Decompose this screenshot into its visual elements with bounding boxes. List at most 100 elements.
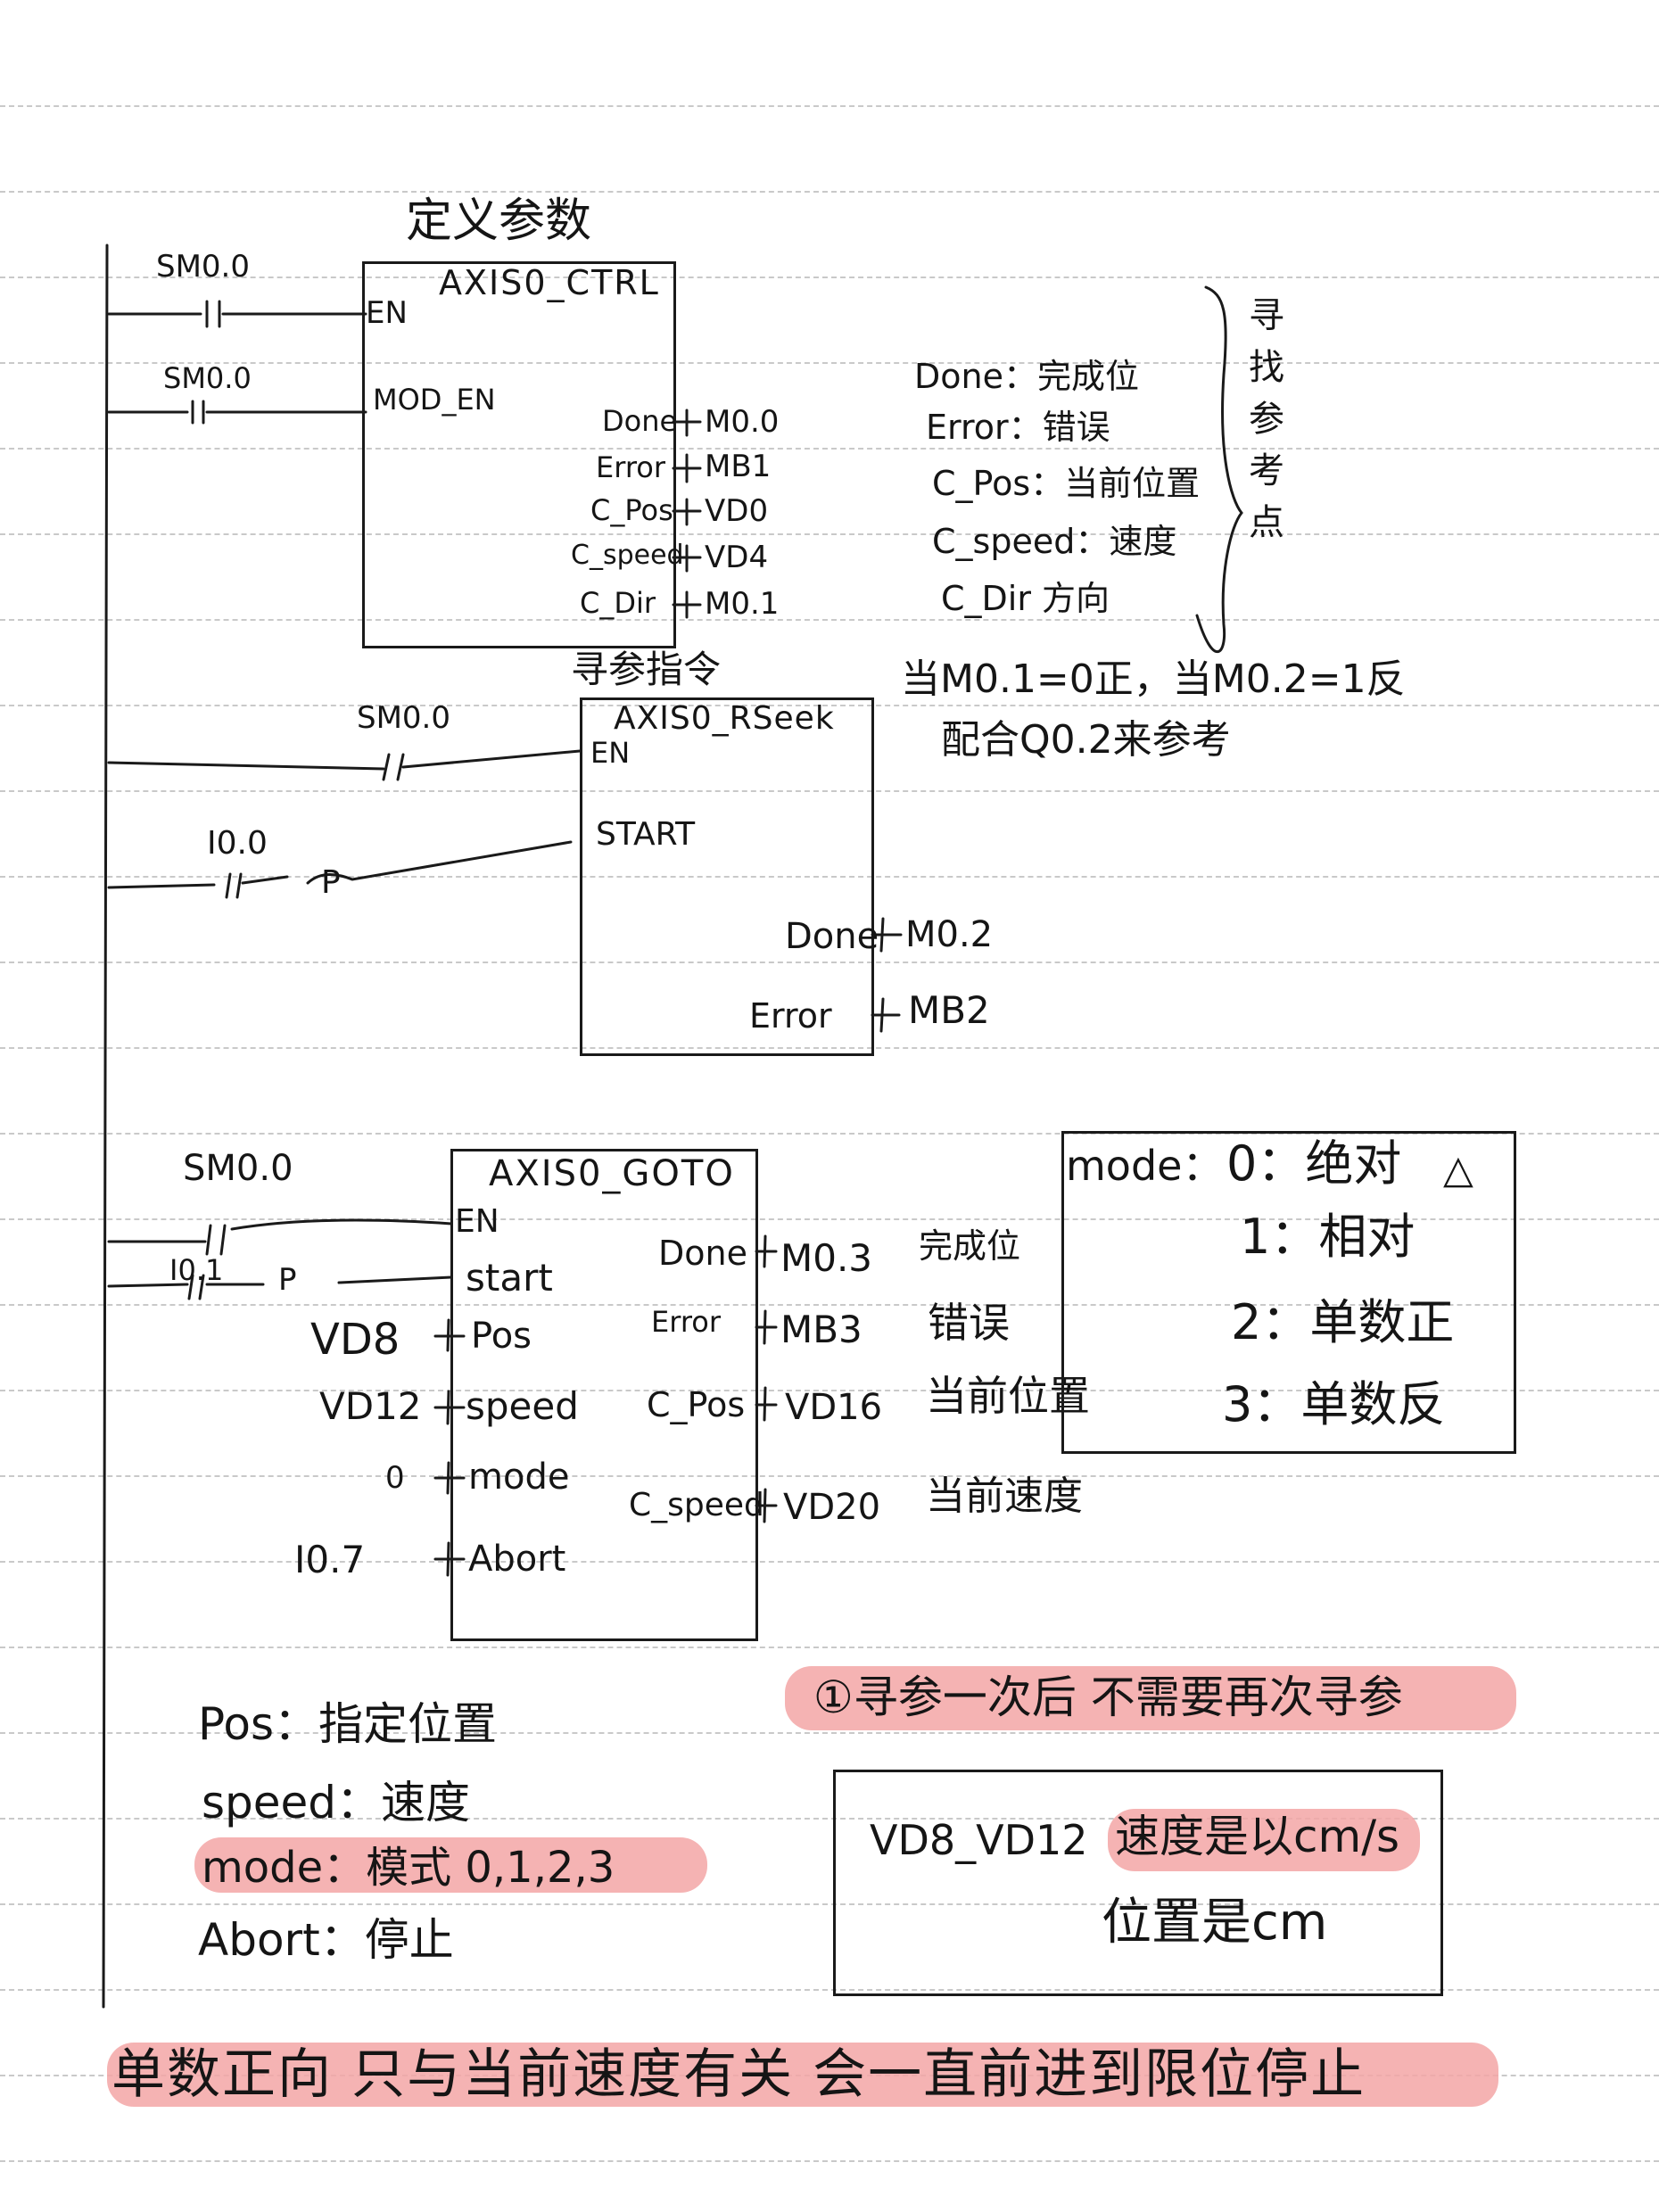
ruled-line (0, 1047, 1659, 1049)
goto-in-value-abort: I0.7 (294, 1538, 366, 1581)
highlight-mode-note (194, 1837, 707, 1893)
ruled-line (0, 1561, 1659, 1563)
goto-in-value-mode: 0 (385, 1460, 405, 1496)
ctrl-note-cdir: C_Dir 方向 (941, 579, 1110, 618)
ruled-line (0, 533, 1659, 535)
goto-out-pin-cspeed: C_speed (629, 1487, 764, 1523)
rseek-en-pin: EN (590, 736, 631, 770)
ctrl-out-pin-done: Done (602, 404, 678, 438)
goto-out-pin-error: Error (651, 1305, 721, 1339)
ctrl-header: 定义参数 (406, 194, 592, 248)
param-note-abort: Abort：停止 (198, 1914, 454, 1966)
param-note-speed: speed：速度 (202, 1777, 471, 1828)
ctrl-out-addr-cpos: VD0 (705, 493, 769, 529)
units-speed: 速度是以cm/s (1115, 1811, 1400, 1862)
ctrl-note-cspeed: C_speed：速度 (932, 522, 1177, 561)
ruled-line (0, 876, 1659, 878)
rseek-edge-p: P (321, 864, 341, 901)
ctrl-block (362, 261, 676, 648)
mode-item-1: 1：相对 (1240, 1209, 1416, 1265)
goto-block-name: AXIS0_GOTO (489, 1153, 735, 1194)
goto-out-pin-done: Done (658, 1234, 747, 1273)
ctrl-en-pin: EN (366, 295, 408, 331)
rseek-out-addr-error: MB2 (908, 988, 990, 1032)
mode-item-2: 2：单数正 (1231, 1294, 1455, 1350)
ruled-line (0, 619, 1659, 621)
ctrl-out-pin-cdir: C_Dir (580, 586, 656, 620)
goto-en-contact-label: SM0.0 (183, 1148, 293, 1189)
ruled-line (0, 1390, 1659, 1391)
ctrl-note-done: Done：完成位 (914, 357, 1139, 396)
mode-box (1061, 1131, 1516, 1454)
goto-in-pin-mode: mode (468, 1457, 570, 1498)
goto-start-pin: start (466, 1256, 553, 1300)
seek-once-note: ①寻参一次后 不需要再次寻参 (813, 1671, 1403, 1723)
ctrl-dir-note-1: 当M0.1=0正，当M0.2=1反 (901, 656, 1406, 702)
ruled-line (0, 1218, 1659, 1220)
ctrl-dir-note-2: 配合Q0.2来参考 (941, 717, 1231, 763)
goto-out-addr-cpos: VD16 (785, 1387, 883, 1428)
ctrl-note-error: Error：错误 (926, 408, 1110, 447)
goto-in-pin-pos: Pos (471, 1316, 532, 1357)
rseek-block (580, 697, 874, 1056)
goto-block (450, 1149, 758, 1641)
ctrl-out-addr-done: M0.0 (705, 404, 780, 440)
ruled-line (0, 276, 1659, 278)
ruled-line (0, 1647, 1659, 1648)
ruled-line (0, 2160, 1659, 2162)
goto-in-value-pos: VD8 (310, 1315, 400, 1365)
mode-item-3: 3：单数反 (1222, 1376, 1446, 1432)
goto-out-addr-error: MB3 (780, 1308, 863, 1351)
goto-out-note-cspeed: 当前速度 (926, 1473, 1083, 1519)
ruled-line (0, 362, 1659, 364)
highlight-speed-units (1108, 1809, 1420, 1871)
ctrl-out-addr-cspeed: VD4 (705, 540, 769, 575)
ctrl-out-addr-error: MB1 (705, 449, 772, 484)
ruled-line (0, 105, 1659, 107)
ruled-line (0, 1732, 1659, 1734)
bottom-note: 单数正向 只与当前速度有关 会一直前进到限位停止 (111, 2043, 1366, 2106)
ctrl-out-addr-cdir: M0.1 (705, 586, 780, 622)
rseek-out-addr-done: M0.2 (905, 914, 994, 955)
ruled-line (0, 1475, 1659, 1477)
units-box (833, 1770, 1443, 1996)
ctrl-out-pin-error: Error (596, 450, 665, 484)
ruled-line (0, 1989, 1659, 1991)
rseek-out-pin-done: Done (785, 916, 879, 957)
goto-start-contact-label: I0.1 (169, 1253, 224, 1287)
ctrl-out-pin-cpos: C_Pos (590, 493, 673, 527)
goto-out-addr-done: M0.3 (780, 1236, 873, 1280)
rseek-en-contact-label: SM0.0 (357, 700, 450, 736)
goto-out-pin-cpos: C_Pos (647, 1385, 746, 1424)
goto-edge-p: P (278, 1262, 297, 1298)
rseek-header: 寻参指令 (571, 648, 722, 691)
highlight-bottom-note (107, 2043, 1498, 2107)
rseek-out-pin-error: Error (749, 996, 832, 1036)
ruled-line (0, 1304, 1659, 1306)
highlight-seek-once (785, 1666, 1516, 1730)
units-vars: VD8_VD12 (870, 1816, 1088, 1864)
rseek-block-name: AXIS0_RSeek (614, 700, 835, 737)
ruled-line (0, 1133, 1659, 1135)
power-rail (102, 243, 109, 2009)
ruled-line (0, 790, 1659, 792)
ruled-line (0, 448, 1659, 450)
ctrl-mod-contact-label: SM0.0 (163, 361, 252, 395)
ctrl-en-contact-label: SM0.0 (156, 249, 250, 285)
ruled-line (0, 1818, 1659, 1820)
ctrl-block-name: AXIS0_CTRL (439, 263, 660, 302)
param-note-mode: mode：模式 0,1,2,3 (202, 1843, 615, 1893)
ruled-line (0, 962, 1659, 963)
rseek-start-pin: START (596, 816, 696, 853)
mode-box-label: mode： (1066, 1142, 1224, 1190)
goto-out-note-error: 错误 (928, 1299, 1010, 1347)
mode-item-0: 0：绝对 (1226, 1135, 1402, 1192)
mode-mark: △ (1443, 1147, 1473, 1193)
ctrl-mod-pin: MOD_EN (373, 383, 496, 417)
ruled-line (0, 1903, 1659, 1905)
goto-in-pin-abort: Abort (468, 1539, 566, 1580)
ctrl-brace-note: 寻找参考点 (1249, 295, 1284, 543)
ruled-line (0, 705, 1659, 706)
goto-in-pin-speed: speed (466, 1384, 579, 1428)
